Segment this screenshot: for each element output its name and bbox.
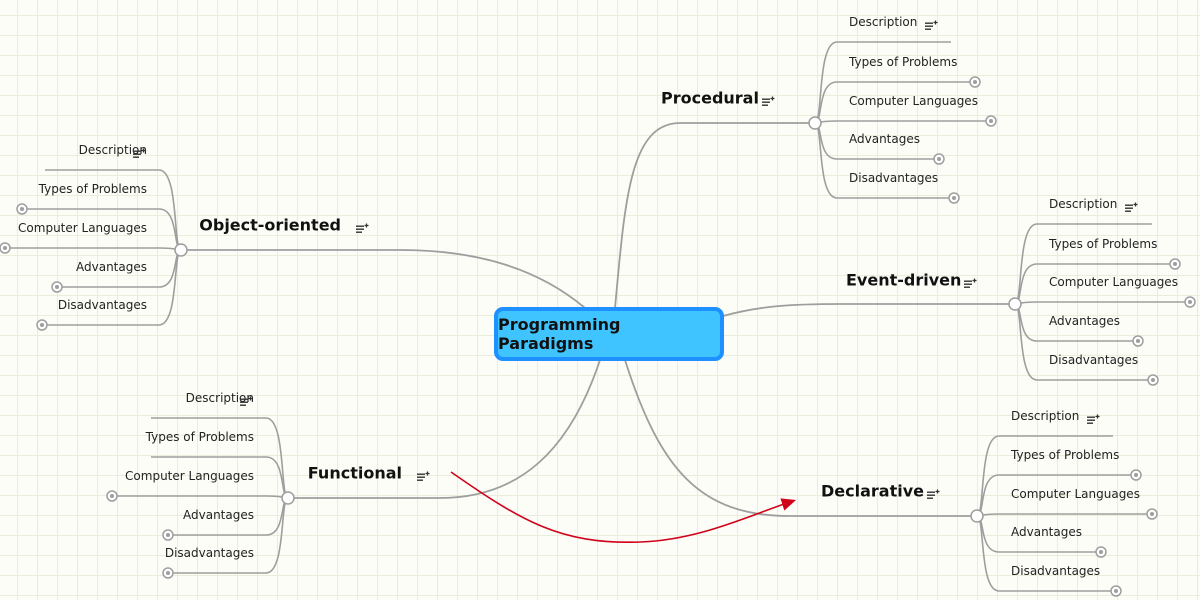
- main-topic[interactable]: Object-oriented: [199, 215, 341, 235]
- subtopic[interactable]: Types of Problems: [145, 430, 254, 444]
- subtopic[interactable]: Advantages: [76, 260, 147, 274]
- collapse-dot: [1150, 512, 1154, 516]
- collapse-dot: [55, 285, 59, 289]
- subtopic[interactable]: Disadvantages: [849, 171, 939, 185]
- subtopic[interactable]: Disadvantages: [1011, 564, 1101, 578]
- note-icon[interactable]: [925, 17, 938, 30]
- subtopic[interactable]: Disadvantages: [57, 298, 147, 312]
- collapse-dot: [989, 119, 993, 123]
- collapse-dot: [20, 207, 24, 211]
- subtopic[interactable]: Description: [1049, 197, 1118, 211]
- main-branch-line: [624, 359, 977, 517]
- subtopic[interactable]: Advantages: [1011, 525, 1082, 539]
- subtopic[interactable]: Advantages: [849, 132, 920, 146]
- collapse-dot: [1114, 589, 1118, 593]
- main-topic[interactable]: Functional: [307, 463, 402, 483]
- subtopic-line: [1014, 301, 1190, 305]
- collapse-dot: [1151, 378, 1155, 382]
- subtopic-line: [976, 513, 1152, 517]
- note-icon[interactable]: [927, 486, 940, 499]
- subtopic[interactable]: Types of Problems: [1011, 448, 1120, 462]
- note-icon[interactable]: [417, 468, 430, 481]
- subtopic-line: [112, 495, 289, 499]
- main-topic[interactable]: Procedural: [661, 88, 759, 108]
- note-icon[interactable]: [1125, 199, 1138, 212]
- central-topic[interactable]: Programming Paradigms: [494, 307, 724, 361]
- topic-node-handle[interactable]: [970, 509, 984, 523]
- main-branch-line: [614, 122, 815, 309]
- subtopic[interactable]: Types of Problems: [38, 182, 147, 196]
- main-topic[interactable]: Declarative: [821, 481, 924, 501]
- collapse-dot: [973, 80, 977, 84]
- subtopic[interactable]: Advantages: [183, 508, 254, 522]
- subtopic[interactable]: Description: [849, 15, 918, 29]
- topic-node-handle[interactable]: [281, 491, 295, 505]
- subtopic[interactable]: Types of Problems: [1049, 237, 1158, 251]
- subtopic[interactable]: Disadvantages: [1049, 353, 1139, 367]
- subtopic[interactable]: Disadvantages: [164, 546, 254, 560]
- collapse-dot: [1173, 262, 1177, 266]
- collapse-dot: [166, 571, 170, 575]
- collapse-dot: [937, 157, 941, 161]
- collapse-dot: [1134, 473, 1138, 477]
- subtopic[interactable]: Description: [78, 143, 147, 157]
- relationship-arrow[interactable]: [450, 471, 797, 544]
- main-branch-line: [288, 359, 601, 499]
- note-icon[interactable]: [762, 93, 775, 106]
- main-branch-line: [181, 249, 586, 309]
- note-icon[interactable]: [240, 393, 253, 406]
- subtopic[interactable]: Description: [185, 391, 254, 405]
- main-topic[interactable]: Event-driven: [846, 270, 962, 290]
- collapse-dot: [952, 196, 956, 200]
- subtopic[interactable]: Types of Problems: [849, 55, 958, 69]
- topic-node-handle[interactable]: [808, 116, 822, 130]
- subtopic[interactable]: Computer Languages: [1049, 275, 1178, 289]
- collapse-dot: [1188, 300, 1192, 304]
- subtopic[interactable]: Computer Languages: [125, 469, 254, 483]
- collapse-dot: [40, 323, 44, 327]
- note-icon[interactable]: [356, 220, 369, 233]
- central-topic-label: Programming Paradigms: [498, 315, 621, 353]
- subtopic-line: [814, 120, 991, 124]
- main-branch-line: [722, 303, 1015, 317]
- subtopic[interactable]: Description: [1011, 409, 1080, 423]
- collapse-dot: [1136, 339, 1140, 343]
- collapse-dot: [1099, 550, 1103, 554]
- collapse-dot: [3, 246, 7, 250]
- subtopic-line: [5, 247, 182, 251]
- collapse-dot: [166, 533, 170, 537]
- subtopic[interactable]: Advantages: [1049, 314, 1120, 328]
- note-icon[interactable]: [133, 145, 146, 158]
- subtopic[interactable]: Computer Languages: [1011, 487, 1140, 501]
- note-icon[interactable]: [1087, 411, 1100, 424]
- topic-node-handle[interactable]: [174, 243, 188, 257]
- topic-node-handle[interactable]: [1008, 297, 1022, 311]
- note-icon[interactable]: [964, 275, 977, 288]
- subtopic[interactable]: Computer Languages: [18, 221, 147, 235]
- subtopic[interactable]: Computer Languages: [849, 94, 978, 108]
- collapse-dot: [110, 494, 114, 498]
